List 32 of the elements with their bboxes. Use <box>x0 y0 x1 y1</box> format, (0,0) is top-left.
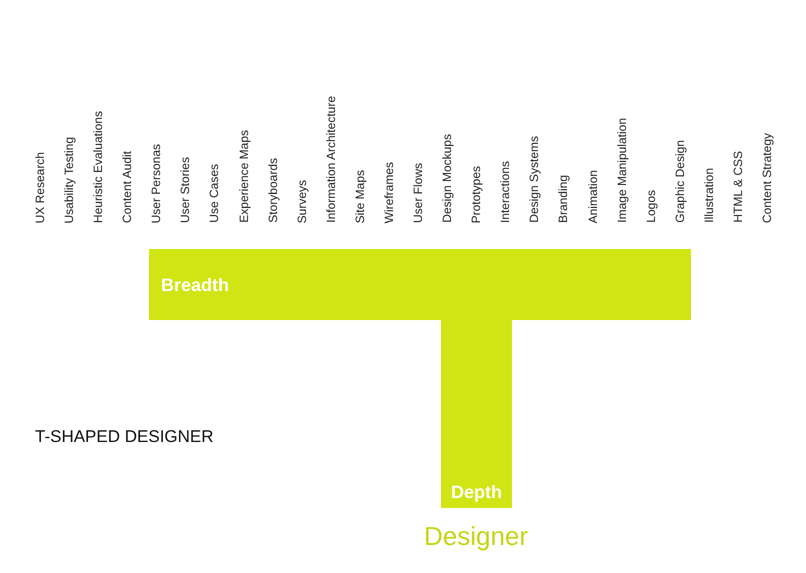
bar-label: Depth <box>451 482 502 502</box>
skill-label: User Flows <box>411 162 426 223</box>
skill-label: HTML & CSS <box>730 151 745 223</box>
diagram-title: T-SHAPED DESIGNER <box>35 427 214 447</box>
skill-label: Design Systems <box>527 136 542 223</box>
skill-label: Branding <box>556 174 570 223</box>
skill-label: Site Maps <box>352 170 367 223</box>
skill-label: Content Audit <box>120 150 134 223</box>
horizontal-bar <box>149 249 691 320</box>
skill-label: Graphic Design <box>672 140 687 223</box>
skill-label: Wireframes <box>382 162 396 223</box>
skill-label: Experience Maps <box>236 130 251 223</box>
skill-label: Surveys <box>294 180 309 223</box>
skill-label: Use Cases <box>207 164 222 223</box>
skill-label: UX Research <box>33 152 47 223</box>
skill-label: Logos <box>644 190 658 223</box>
bar-label: Breadth <box>161 274 230 294</box>
skill-label: Information Architecture <box>324 96 338 223</box>
caption: Designer <box>424 521 528 551</box>
skill-label: Animation <box>586 170 600 223</box>
skill-label: Illustration <box>702 168 716 223</box>
skill-label: User Personas <box>149 144 164 223</box>
skill-label: Storyboards <box>266 158 280 223</box>
skill-label: Heuristic Evaluations <box>91 110 106 223</box>
vertical-bar <box>441 320 512 508</box>
skill-label: Prototypes <box>469 166 484 223</box>
skill-label: Content Strategy <box>760 132 774 223</box>
skill-label: User Stories <box>178 156 192 223</box>
skill-label: Interactions <box>498 160 512 223</box>
skill-label: Image Manipulation <box>614 118 629 223</box>
skill-label: Usability Testing <box>62 136 76 223</box>
skill-label: Design Mockups <box>440 134 454 223</box>
